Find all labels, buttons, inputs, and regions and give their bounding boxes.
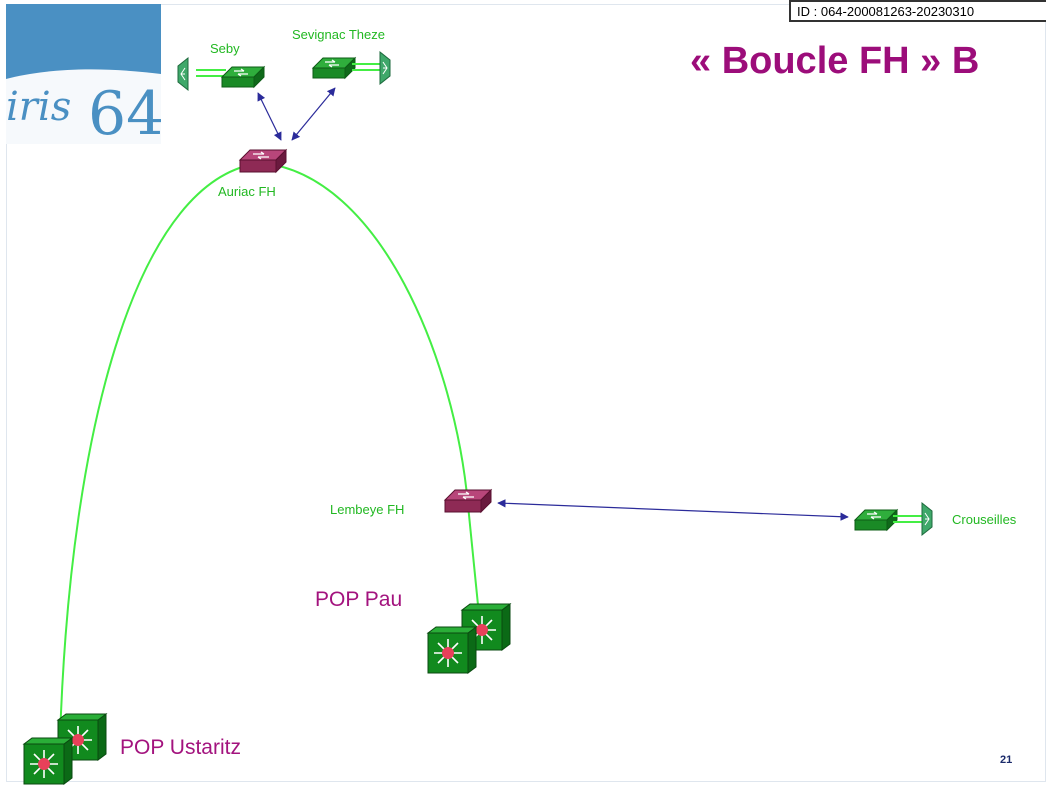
link-ustaritz-auriac [59, 162, 263, 741]
label-pop-ustaritz: POP Ustaritz [120, 736, 241, 759]
ustaritz-core-router-front-icon [23, 737, 73, 785]
slide-title: « Boucle FH » B [690, 40, 980, 82]
auriac-router-icon [239, 149, 287, 173]
seby-link-lines [196, 69, 226, 77]
sevignac-switch-icon [312, 57, 356, 79]
link-lembeye-crouseilles [497, 499, 849, 521]
link-auriac-lembeye [261, 162, 469, 506]
label-auriac-fh: Auriac FH [218, 184, 276, 199]
crouseilles-antenna-icon [921, 502, 933, 536]
sevignac-antenna-icon [379, 51, 391, 85]
svg-text:64: 64 [88, 79, 161, 144]
label-pop-pau: POP Pau [315, 588, 403, 611]
seby-switch-icon [221, 66, 265, 88]
page-number: 21 [1000, 754, 1013, 766]
svg-text:iris: iris [6, 84, 71, 130]
label-crouseilles: Crouseilles [952, 512, 1017, 527]
label-seby: Seby [210, 41, 240, 56]
document-id-stamp: ID : 064-200081263-20230310 [789, 0, 1046, 22]
iris64-logo: iris 64 [6, 4, 161, 144]
label-lembeye-fh: Lembeye FH [330, 502, 405, 517]
pau-core-router-front-icon [427, 626, 477, 674]
link-seby-auriac [257, 92, 282, 141]
lembeye-router-icon [444, 489, 492, 513]
label-sevignac-theze: Sevignac Theze [292, 27, 385, 42]
crouseilles-switch-icon [854, 509, 898, 531]
crouseilles-link-lines [893, 515, 922, 523]
sevignac-link-lines [352, 63, 382, 71]
iris64-logo-graphic: iris 64 [6, 4, 161, 144]
seby-antenna-icon [177, 57, 189, 91]
link-sevignac-auriac [291, 87, 336, 141]
